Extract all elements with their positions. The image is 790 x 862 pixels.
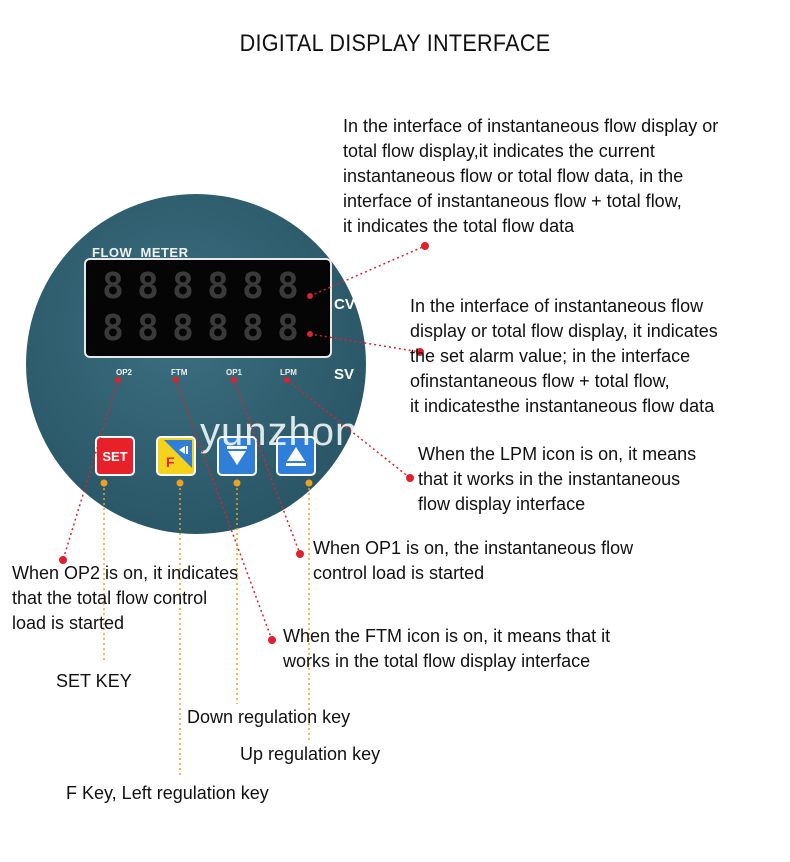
ftm-indicator: FTM (171, 368, 188, 377)
f-key-label: F (166, 454, 175, 470)
sv-digit: 8 (172, 308, 194, 349)
watermark: yunzhongfu (200, 410, 417, 454)
f-key-caption: F Key, Left regulation key (66, 783, 269, 803)
set-key-button[interactable]: SET (95, 436, 135, 476)
f-key-icon (164, 440, 192, 468)
op2-leader-line (62, 379, 119, 561)
lpm-annotation: When the LPM icon is on, it means that i… (418, 444, 697, 514)
ftm-leader-dot (173, 377, 179, 383)
op2-annotation-dot (59, 556, 67, 564)
cv-digit: 8 (242, 266, 264, 307)
op2-indicator: OP2 (116, 368, 133, 377)
ftm-annotation: When the FTM icon is on, it means that i… (283, 626, 611, 671)
sv-digit: 8 (102, 308, 124, 349)
up-key-button[interactable] (276, 436, 316, 476)
display-panel: 8 8 8 8 8 8 8 8 8 8 8 8 (84, 258, 332, 358)
op2-annotation: When OP2 is on, it indicates that the to… (12, 563, 239, 633)
cv-digits: 8 8 8 8 8 8 (100, 266, 301, 307)
op1-annotation-dot (296, 550, 304, 558)
down-key-caption: Down regulation key (187, 707, 351, 727)
cv-digit: 8 (277, 266, 299, 307)
sv-digit: 8 (242, 308, 264, 349)
op2-leader-dot (115, 377, 121, 383)
sv-digit: 8 (277, 308, 299, 349)
cv-label: CV (334, 296, 355, 313)
down-arrow-icon (227, 446, 247, 465)
meter-brand: FLOW METER (92, 245, 189, 260)
lpm-leader-dot (284, 377, 290, 383)
cv-annotation-dot (421, 242, 429, 250)
set-key-dot (100, 479, 108, 487)
down-key-button[interactable] (217, 436, 257, 476)
cv-annotation: In the interface of instantaneous flow d… (343, 116, 719, 236)
sv-leader-line (309, 333, 421, 353)
sv-label: SV (334, 366, 355, 383)
sv-annotation-dot (416, 348, 424, 356)
up-arrow-icon (286, 447, 306, 466)
cv-digit: 8 (102, 266, 124, 307)
lpm-leader-line (286, 379, 411, 479)
f-key-button[interactable]: F (156, 436, 196, 476)
down-key-dot (233, 479, 241, 487)
sv-annotation: In the interface of instantaneous flow d… (410, 296, 718, 416)
up-key-caption: Up regulation key (240, 744, 381, 764)
set-key-label: SET (102, 448, 128, 464)
ftm-leader-line (175, 379, 273, 641)
lpm-indicator: LPM (280, 368, 297, 377)
cv-digit: 8 (207, 266, 229, 307)
sv-digit: 8 (137, 308, 159, 349)
op1-leader-line (233, 379, 301, 555)
up-key-dot (305, 479, 313, 487)
cv-digit: 8 (137, 266, 159, 307)
op1-annotation: When OP1 is on, the instantaneous flow c… (313, 538, 634, 583)
op1-leader-dot (231, 377, 237, 383)
sv-leader-dot (307, 331, 313, 337)
set-key-caption: SET KEY (56, 671, 132, 691)
sv-digit: 8 (207, 308, 229, 349)
op1-indicator: OP1 (226, 368, 243, 377)
cv-digit: 8 (172, 266, 194, 307)
sv-digits: 8 8 8 8 8 8 (100, 308, 301, 349)
cv-leader-line (309, 245, 426, 297)
page-title: DIGITAL DISPLAY INTERFACE (239, 30, 551, 57)
ftm-annotation-dot (268, 636, 276, 644)
lpm-annotation-dot (406, 474, 414, 482)
cv-leader-dot (307, 293, 313, 299)
f-key-dot (176, 479, 184, 487)
meter-dial (26, 194, 366, 534)
